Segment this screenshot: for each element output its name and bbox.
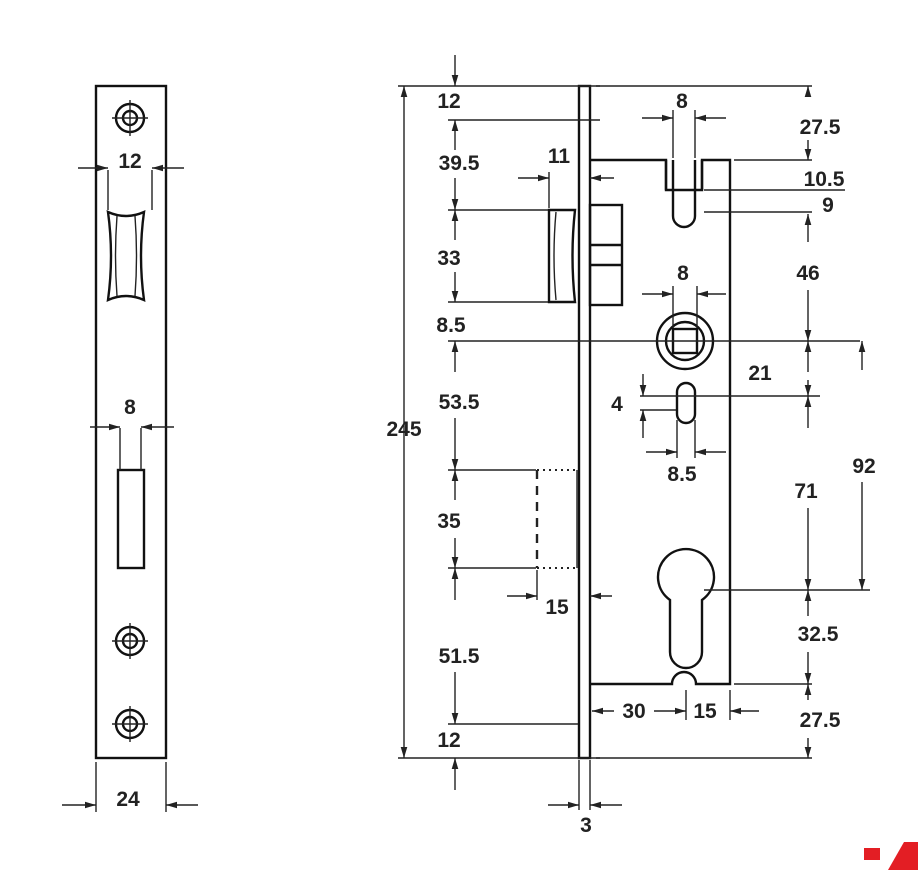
screw-bottom-icon: [112, 706, 148, 742]
deadbolt-dashed: [535, 469, 578, 569]
side-faceplate: [577, 84, 592, 760]
dim-latch-throw: 11: [548, 145, 571, 168]
dim-slot-width: 8: [676, 90, 688, 113]
dim-plate-width: 24: [116, 788, 140, 811]
dim-slot-depth: 10.5: [804, 168, 845, 191]
dim-latch-height: 33: [437, 247, 460, 270]
dim-top: 12: [437, 90, 460, 113]
dim-thickness: 3: [580, 814, 592, 837]
latch-opening: [106, 210, 146, 302]
top-slot: [671, 160, 697, 229]
aux-hole: [675, 381, 697, 425]
dim-follower-to-cylinder: 71: [794, 480, 818, 503]
dim-aux-height: 4: [611, 393, 623, 416]
deadbolt-opening: [116, 468, 146, 570]
dim-overall-height: 245: [386, 418, 421, 441]
dim-centre-distance: 92: [852, 455, 875, 478]
screw-bottom-icon: [112, 623, 148, 659]
lock-case: [590, 158, 732, 686]
dim-latch-width: 12: [118, 150, 141, 173]
dim-slot-radius: 9: [822, 194, 834, 217]
dim-deadbolt-throw: 15: [545, 596, 569, 619]
dim-cylinder-to-bottom: 32.5: [798, 623, 839, 646]
cylinder-hole-icon: [656, 547, 716, 670]
latch-bolt: [547, 203, 624, 307]
side-view: 245 12 39.5 33 8.5 53.5 35 51.5 12 11: [386, 55, 876, 837]
dim-lower: 51.5: [439, 645, 480, 668]
dim-deadbolt-height: 35: [437, 510, 461, 533]
dim-bottom-right: 27.5: [800, 709, 841, 732]
dim-follower-to-aux: 21: [748, 362, 772, 385]
dim-mid: 53.5: [439, 391, 480, 414]
dim-top-right: 27.5: [800, 116, 841, 139]
dim-cylinder-radius: 15: [693, 700, 717, 723]
dim-gap: 8.5: [436, 314, 466, 337]
dim-bolt-width: 8: [124, 396, 136, 419]
brand-logo: [864, 842, 918, 870]
dim-backset: 30: [622, 700, 645, 723]
dim-latch-offset: 39.5: [439, 152, 480, 175]
faceplate-outline: [94, 84, 168, 760]
dim-follower-offset: 46: [796, 262, 819, 285]
screw-top-icon: [112, 100, 148, 136]
front-view-faceplate: 12 8 24: [62, 84, 198, 812]
dim-bottom: 12: [437, 729, 460, 752]
dim-aux-width: 8.5: [667, 463, 697, 486]
dim-follower-square: 8: [677, 262, 689, 285]
